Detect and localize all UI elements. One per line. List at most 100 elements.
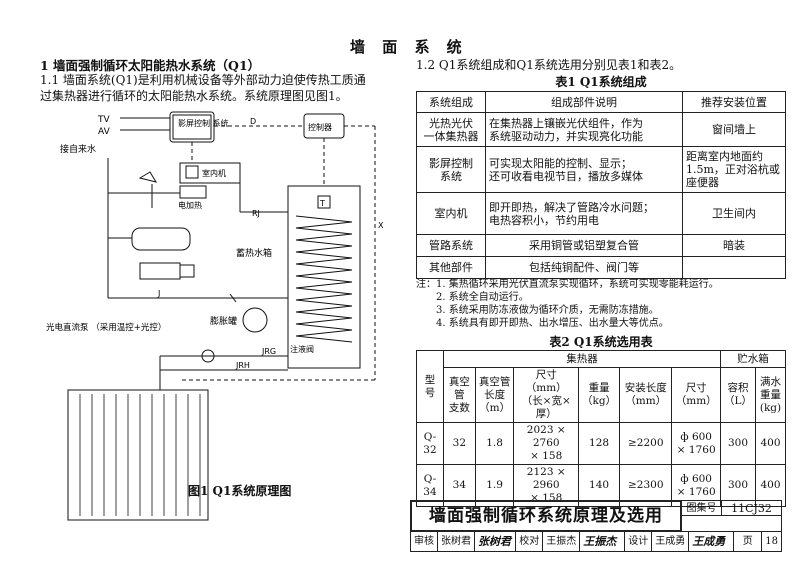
table-row: Q-34 34 1.9 2123 × 2960 × 158 140 ≥2300 … bbox=[416, 464, 787, 507]
label-antifreeze: 注液阀 bbox=[290, 344, 314, 354]
design-label: 设计 bbox=[625, 532, 653, 551]
storage-tank bbox=[287, 185, 361, 369]
table1-th-component: 系统组成 bbox=[416, 91, 486, 113]
label-tv: TV bbox=[97, 115, 110, 125]
table2-cell-tank-size: ф 600 × 1760 bbox=[671, 464, 721, 507]
table2-th-model: 型号 bbox=[416, 350, 444, 423]
table1-cell-pos: 窗间墙上 bbox=[682, 112, 786, 147]
appliance-box bbox=[139, 262, 181, 280]
page-number: 18 bbox=[765, 536, 778, 547]
section-heading: 1 墙面强制循环太阳能热水系统（Q1） bbox=[40, 58, 261, 73]
table2-th-install-len: 安装长度 （mm） bbox=[619, 367, 673, 423]
table2-th-tube-len: 真空管 长度 （m） bbox=[474, 367, 515, 423]
checker-name: 王振杰 bbox=[543, 532, 581, 551]
intro-right: 1.2 Q1系统组成和Q1系统选用分别见表1和表2。 bbox=[416, 58, 682, 72]
review-label: 审核 bbox=[411, 532, 438, 551]
table2-cell-model: Q-34 bbox=[416, 464, 444, 507]
label-jrh: JRH bbox=[235, 361, 250, 370]
table1-cell-desc: 可实现太阳能的控制、显示； 还可收看电视节目，播放多媒体 bbox=[485, 146, 683, 193]
title-block-blank bbox=[682, 516, 782, 532]
heater bbox=[179, 185, 207, 199]
appliance-valve bbox=[179, 264, 195, 278]
table1-cell-desc: 即开即热，解决了管路冷水问题； 电热容积小，节约用电 bbox=[485, 192, 683, 235]
designer-name: 王成勇 bbox=[652, 532, 690, 551]
table-row: 其他部件 包括纯铜配件、阀门等 bbox=[416, 256, 786, 279]
table2-caption: 表2 Q1系统选用表 bbox=[549, 335, 653, 349]
table2-cell-model: Q-32 bbox=[416, 422, 444, 465]
table1-cell-pos bbox=[682, 256, 786, 279]
indoor-unit-sensor bbox=[185, 165, 199, 179]
table2-sub-header: 真空管 支数 真空管 长度 （m） 尺寸（mm） （长×宽×厚） 重量 （kg）… bbox=[417, 367, 787, 423]
indoor-unit bbox=[179, 162, 241, 184]
table1-cell-name: 影屏控制 系统 bbox=[416, 146, 486, 193]
label-controller: 控制器 bbox=[308, 122, 332, 132]
figure-caption: 图1 Q1系统原理图 bbox=[188, 484, 292, 498]
label-pump: 光电直流泵 （采用温控+光控） bbox=[46, 322, 166, 333]
reviewer-name: 张树君 bbox=[438, 532, 475, 551]
screen-control-inner bbox=[172, 114, 212, 140]
table1-cell-name: 室内机 bbox=[416, 192, 486, 235]
label-d: D bbox=[250, 117, 256, 126]
label-screen-control: 影屏控制 系统 bbox=[178, 118, 229, 128]
label-cold-water: 接自来水 bbox=[60, 143, 96, 155]
note-item: 3. 系统采用防冻液做为循环介质，无需防冻措施。 bbox=[436, 305, 659, 316]
reviewer-signature: 张树君 bbox=[475, 532, 517, 551]
table1: 系统组成 组成部件说明 推荐安装位置 光热光伏 一体集热器 在集热器上镶嵌光伏组… bbox=[416, 91, 786, 279]
table2-cell-tank-size: ф 600 × 1760 bbox=[671, 422, 721, 465]
table-row: 光热光伏 一体集热器 在集热器上镶嵌光伏组件，作为 系统驱动动力，并实现亮化功能… bbox=[416, 112, 786, 147]
table2-th-tank-size: 尺寸 （mm） bbox=[671, 367, 721, 423]
checker-signature: 王振杰 bbox=[580, 532, 626, 551]
table2-cell-weight: 128 bbox=[578, 422, 621, 465]
table1-cell-name: 管路系统 bbox=[416, 234, 486, 257]
table2-cell-volume: 300 bbox=[719, 422, 756, 465]
table2: 型号 集热器 贮水箱 真空管 支数 真空管 长度 （m） 尺寸（mm） （长×宽… bbox=[416, 350, 787, 507]
note-item: 4. 系统具有即开即热、出水增压、出水量大等优点。 bbox=[436, 318, 669, 329]
table1-header: 系统组成 组成部件说明 推荐安装位置 bbox=[416, 91, 786, 113]
table2-cell-install-len: ≥2300 bbox=[619, 464, 673, 507]
table2-th-size: 尺寸（mm） （长×宽×厚） bbox=[513, 367, 580, 423]
table1-cell-pos: 暗装 bbox=[682, 234, 786, 257]
intro-line-1: 1.1 墙面系统(Q1)是利用机械设备等外部动力迫使传热工质通 bbox=[40, 73, 366, 87]
label-rj: RJ bbox=[252, 209, 260, 218]
bathtub bbox=[131, 227, 191, 251]
atlas-label: 图集号 bbox=[682, 500, 722, 516]
table1-cell-desc: 包括纯铜配件、阀门等 bbox=[485, 256, 683, 279]
sheet-title: 墙 面 系 统 bbox=[350, 38, 468, 56]
table1-cell-pos: 卫生间内 bbox=[682, 192, 786, 235]
table2-cell-size: 2023 × 2760 × 158 bbox=[513, 422, 580, 465]
table-row: 室内机 即开即热，解决了管路冷水问题； 电热容积小，节约用电 卫生间内 bbox=[416, 192, 786, 235]
table2-th-collector: 集热器 bbox=[442, 350, 721, 368]
pump-symbol bbox=[201, 349, 215, 363]
table2-cell-install-len: ≥2200 bbox=[619, 422, 673, 465]
shower-head bbox=[138, 171, 158, 183]
table1-th-desc: 组成部件说明 bbox=[485, 91, 683, 113]
label-t: T bbox=[319, 199, 325, 208]
label-x: X bbox=[378, 221, 384, 230]
atlas-number: 11CJ32 bbox=[722, 500, 782, 516]
intro-line-2: 过集热器进行循环的太阳能热水系统。系统原理图见图1。 bbox=[40, 89, 348, 103]
table1-th-position: 推荐安装位置 bbox=[682, 91, 786, 113]
label-expansion: 膨胀罐 bbox=[210, 315, 237, 327]
label-indoor-unit: 室内机 bbox=[202, 168, 226, 178]
tank-coil bbox=[295, 215, 353, 343]
page-label: 页 bbox=[734, 532, 763, 551]
label-j: J bbox=[157, 289, 160, 298]
tank-sensor bbox=[317, 195, 331, 209]
label-tank: 蓄热水箱 bbox=[236, 247, 272, 259]
signature-row: 审核 张树君 张树君 校对 王振杰 王振杰 设计 王成勇 王成勇 页 18 bbox=[410, 532, 782, 552]
expansion-tank bbox=[242, 307, 268, 333]
check-valve bbox=[229, 293, 237, 303]
table2-cell-full-weight: 400 bbox=[754, 422, 787, 465]
table-row: 管路系统 采用铜管或铝塑复合管 暗装 bbox=[416, 234, 786, 257]
drawing-title: 墙面强制循环系统原理及选用 bbox=[410, 500, 682, 532]
table2-cell-tubes: 34 bbox=[442, 464, 476, 507]
table2-th-tubes: 真空管 支数 bbox=[442, 367, 476, 423]
table1-cell-name: 其他部件 bbox=[416, 256, 486, 279]
table2-cell-tube-len: 1.8 bbox=[474, 422, 515, 465]
notes-label: 注： bbox=[416, 279, 436, 290]
note-item: 1. 集热循环采用光伏直流泵实现循环，系统可实现零能耗运行。 bbox=[436, 279, 719, 290]
note-item: 2. 系统全自动运行。 bbox=[436, 292, 529, 303]
table1-cell-pos: 距离室内地面约 1.5m，正对浴杭或 座便器 bbox=[682, 146, 786, 193]
table2-cell-tube-len: 1.9 bbox=[474, 464, 515, 507]
table1-caption: 表1 Q1系统组成 bbox=[555, 75, 647, 89]
